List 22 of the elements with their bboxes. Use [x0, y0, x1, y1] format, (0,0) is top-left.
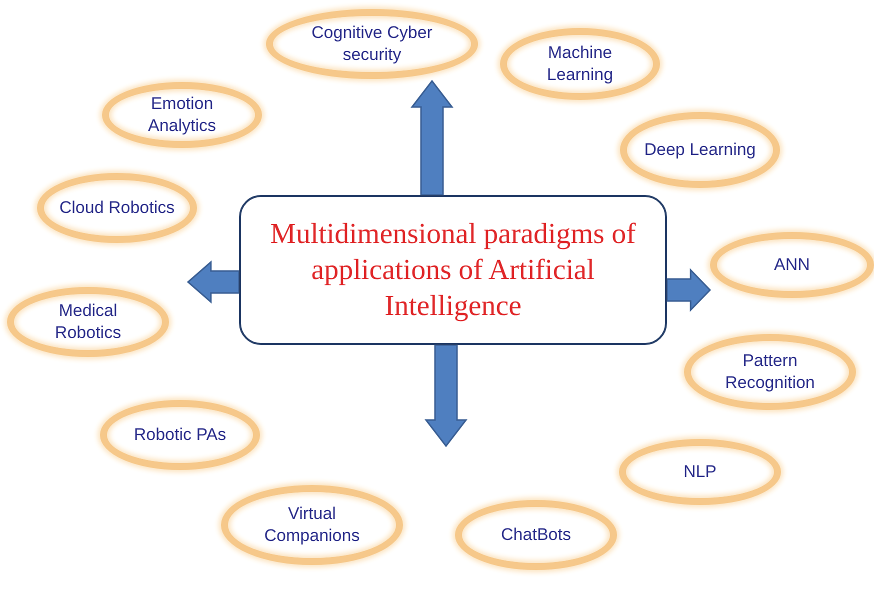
title-box — [239, 195, 667, 345]
topic-label: Medical Robotics — [54, 300, 122, 344]
topic-label: Deep Learning — [644, 138, 756, 161]
topic-label: Robotic PAs — [134, 424, 226, 446]
topic-label: Emotion Analytics — [146, 92, 218, 137]
topic-label: ChatBots — [501, 524, 571, 546]
topic-ellipse — [620, 112, 780, 188]
block-arrow — [410, 80, 454, 196]
title-text: Multidimensional paradigms of applications of Artificial Intelligence — [269, 216, 637, 324]
topic-ellipse — [710, 232, 874, 298]
topic-label: Cloud Robotics — [59, 196, 175, 219]
topic-label: Cognitive Cyber security — [310, 22, 434, 66]
topic-label: Machine Learning — [546, 42, 614, 86]
block-arrow — [666, 268, 712, 312]
topic-label: NLP — [683, 460, 717, 483]
topic-ellipse — [37, 173, 197, 243]
topic-label: Virtual Companions — [263, 502, 361, 547]
block-arrow — [186, 260, 240, 304]
topic-label: ANN — [774, 254, 810, 276]
topic-label: Pattern Recognition — [724, 350, 816, 394]
topic-ellipse — [100, 400, 260, 470]
block-arrow — [424, 344, 468, 448]
